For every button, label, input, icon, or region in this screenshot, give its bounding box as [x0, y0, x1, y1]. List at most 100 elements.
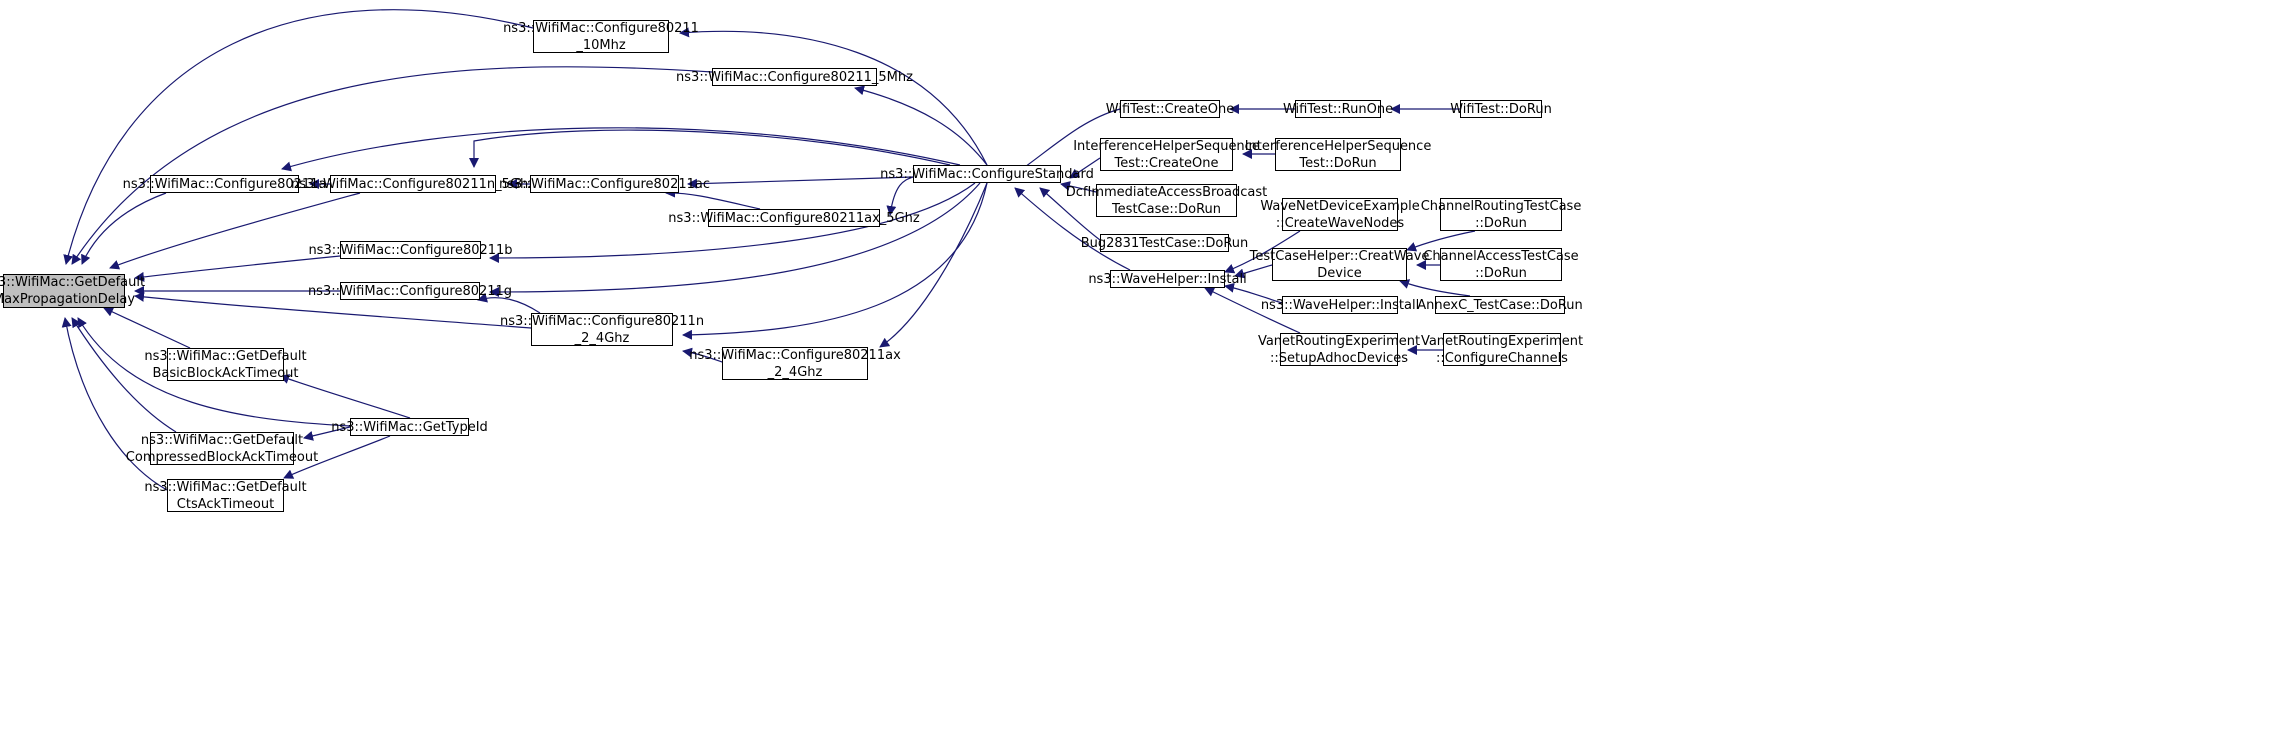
- node-label-line: TestCaseHelper::CreatWave: [1249, 248, 1430, 264]
- node-label-line: WifiTest::CreateOne: [1105, 101, 1235, 117]
- edge-n13-to-n0: [77, 317, 351, 427]
- node-label-line: _2_4Ghz: [574, 330, 630, 346]
- graph-node[interactable]: WifiTest::RunOne: [1283, 100, 1393, 118]
- root-node[interactable]: ns3::WifiMac::GetDefaultMaxPropagationDe…: [0, 274, 145, 308]
- node-label-line: ChannelAccessTestCase: [1423, 248, 1579, 264]
- edge-n19-to-n7: [1069, 157, 1101, 179]
- node-label-line: BasicBlockAckTimeout: [152, 365, 299, 381]
- node-label-line: _2_4Ghz: [767, 364, 823, 380]
- edge-n10-to-n0: [134, 291, 532, 329]
- graph-node[interactable]: ns3::WifiMac::Configure80211n_5Ghz: [291, 175, 535, 193]
- edge-n12-to-n0: [103, 307, 191, 349]
- edge-n25-to-n23: [1234, 264, 1273, 279]
- node-label-line: Test::CreateOne: [1114, 155, 1219, 171]
- node-label-line: CompressedBlockAckTimeout: [125, 449, 319, 465]
- node-label-line: ::CreateWaveNodes: [1275, 215, 1405, 231]
- edge-n23-to-n7: [1014, 187, 1131, 271]
- node-label-line: InterferenceHelperSequence: [1073, 138, 1260, 154]
- graph-node[interactable]: ChannelAccessTestCase::DoRun: [1423, 248, 1579, 281]
- graph-node[interactable]: ns3::WaveHelper::Install: [1088, 270, 1247, 288]
- node-label-line: DcfImmediateAccessBroadcast: [1065, 184, 1268, 200]
- graph-node[interactable]: WifiTest::CreateOne: [1106, 100, 1234, 118]
- node-label-line: ns3::WifiMac::Configure80211g: [307, 283, 513, 299]
- graph-node[interactable]: WifiTest::DoRun: [1450, 100, 1552, 118]
- edge-n15-to-n0: [61, 317, 180, 497]
- node-label-line: MaxPropagationDelay: [0, 292, 136, 307]
- node-label-line: ns3::WifiMac::ConfigureStandard: [880, 166, 1094, 182]
- graph-node[interactable]: ns3::WifiMac::Configure80211ax_2_4Ghz: [689, 347, 901, 380]
- edge-n7-to-n1: [679, 27, 988, 166]
- edge-n7-to-n8: [489, 182, 976, 263]
- graph-node[interactable]: ns3::WifiMac::Configure80211b: [308, 241, 513, 259]
- node-label-line: ns3::WaveHelper::Install: [1260, 297, 1420, 313]
- edge-n14-to-n0: [71, 317, 177, 433]
- graph-node[interactable]: AnnexC_TestCase::DoRun: [1417, 296, 1583, 314]
- edge-n3-to-n0: [81, 192, 167, 265]
- node-label-line: _10Mhz: [576, 37, 626, 53]
- node-label-line: ChannelRoutingTestCase: [1420, 198, 1582, 214]
- graph-node[interactable]: ns3::WifiMac::Configure80211a: [123, 175, 326, 193]
- node-label-line: Test::DoRun: [1299, 155, 1377, 171]
- edge-n7-to-n3: [281, 127, 961, 172]
- node-label-line: VanetRoutingExperiment: [1420, 333, 1584, 349]
- graph-node[interactable]: ns3::WifiMac::Configure80211g: [308, 282, 512, 300]
- graph-node[interactable]: ns3::WifiMac::Configure80211_10Mhz: [503, 20, 699, 53]
- edge-n8-to-n0: [134, 255, 341, 282]
- edge-n7-to-n10: [682, 182, 988, 340]
- node-label-line: ns3::WifiMac::Configure80211: [503, 20, 699, 36]
- node-label-line: ns3::WifiMac::Configure80211ax_5Ghz: [668, 210, 920, 226]
- edge-n7-to-n5: [687, 176, 914, 189]
- node-label-line: ::DoRun: [1475, 265, 1527, 281]
- graph-node[interactable]: ns3::WifiMac::ConfigureStandard: [880, 165, 1094, 183]
- node-label-line: ::SetupAdhocDevices: [1269, 350, 1409, 366]
- graph-node[interactable]: ns3::WifiMac::Configure80211_5Mhz: [676, 68, 913, 86]
- node-label-line: AnnexC_TestCase::DoRun: [1417, 297, 1583, 313]
- edge-n7-to-n11: [879, 182, 988, 348]
- node-label-line: ns3::WifiMac::GetDefault: [140, 432, 304, 448]
- graph-node[interactable]: ns3::WaveHelper::Install: [1261, 296, 1419, 314]
- edge-n26-to-n23: [1224, 282, 1283, 304]
- graph-node[interactable]: ns3::WifiMac::GetTypeId: [331, 418, 488, 436]
- edge-n10-to-n9: [477, 292, 541, 314]
- graph-node[interactable]: VanetRoutingExperiment::SetupAdhocDevice…: [1258, 333, 1420, 366]
- node-label-line: CtsAckTimeout: [176, 496, 275, 512]
- edge-n7-to-n6: [886, 176, 914, 216]
- graph-node[interactable]: ChannelRoutingTestCase::DoRun: [1421, 198, 1581, 231]
- node-label-line: WifiTest::DoRun: [1450, 101, 1552, 117]
- node-label-line: ::ConfigureChannels: [1436, 350, 1568, 366]
- edge-n1-to-n0: [63, 9, 534, 265]
- graph-node[interactable]: ns3::WifiMac::Configure80211ax_5Ghz: [668, 209, 920, 227]
- node-label-line: ns3::WifiMac::Configure80211n: [499, 313, 705, 329]
- node-label-line: ns3::WifiMac::Configure80211b: [308, 242, 513, 258]
- edge-n30-to-n25: [1399, 279, 1471, 297]
- node-label-line: Bug2831TestCase::DoRun: [1080, 235, 1249, 251]
- node-label-line: ns3::WifiMac::Configure80211n_5Ghz: [291, 176, 536, 192]
- edge-n7-to-n4: [469, 129, 951, 168]
- node-label-line: WifiTest::RunOne: [1282, 101, 1394, 117]
- node-label-line: WaveNetDeviceExample: [1260, 198, 1420, 214]
- node-label-line: ns3::WifiMac::GetDefault: [144, 348, 307, 364]
- graph-node[interactable]: WaveNetDeviceExample::CreateWaveNodes: [1260, 198, 1420, 231]
- edge-n13-to-n12: [279, 374, 411, 419]
- graph-node[interactable]: ns3::WifiMac::Configure80211ac: [499, 175, 710, 193]
- node-label-line: ns3::WifiMac::GetTypeId: [331, 419, 488, 435]
- node-label-line: ::DoRun: [1475, 215, 1527, 231]
- node-label-line: ns3::WaveHelper::Install: [1088, 271, 1247, 287]
- graph-node[interactable]: VanetRoutingExperiment::ConfigureChannel…: [1421, 333, 1583, 366]
- edge-n4-to-n0: [109, 192, 361, 270]
- node-label-line: TestCase::DoRun: [1111, 201, 1222, 217]
- edge-n22-to-n7: [1039, 187, 1101, 241]
- node-label-line: ns3::WifiMac::Configure80211a: [122, 176, 327, 192]
- node-label-line: ns3::WifiMac::GetDefault: [0, 275, 146, 290]
- graph-node[interactable]: ns3::WifiMac::Configure80211n_2_4Ghz: [500, 313, 704, 346]
- edge-n28-to-n25: [1406, 230, 1476, 252]
- graph-node[interactable]: Bug2831TestCase::DoRun: [1081, 234, 1248, 252]
